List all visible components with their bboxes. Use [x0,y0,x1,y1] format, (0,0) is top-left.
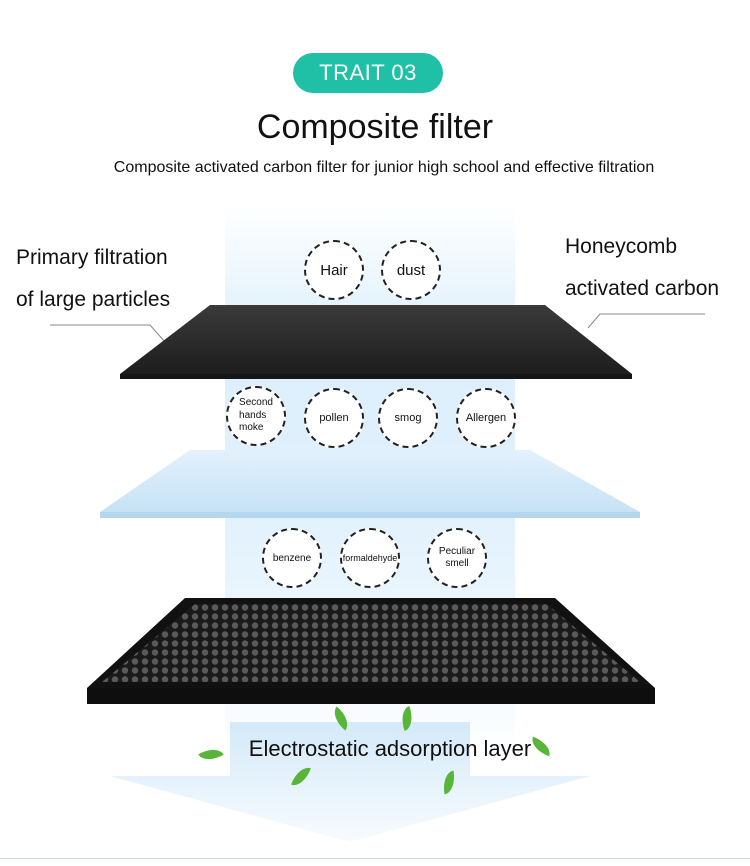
particle-smog: smog [378,388,438,448]
particle-peculiar-smell: Peculiar smell [427,528,487,588]
trait-badge: TRAIT 03 [293,53,443,93]
page-title: Composite filter [256,108,494,146]
particle-allergen: Allergen [456,388,516,448]
particle-hair: Hair [304,240,364,300]
primary-filtration-label: Primary filtration of large particles [16,246,171,311]
honeycomb-carbon-label: Honeycomb activated carbon [565,235,720,300]
particle-dust: dust [381,240,441,300]
bottom-divider [0,858,750,859]
particle-formaldehyde: formaldehyde [340,528,400,588]
page-subtitle: Composite activated carbon filter for ju… [113,159,655,176]
particle-second-hand-smoke: Second hands moke [226,386,286,446]
electrostatic-layer-label: Electrostatic adsorption layer [248,736,532,761]
particle-benzene: benzene [262,528,322,588]
particle-pollen: pollen [304,388,364,448]
